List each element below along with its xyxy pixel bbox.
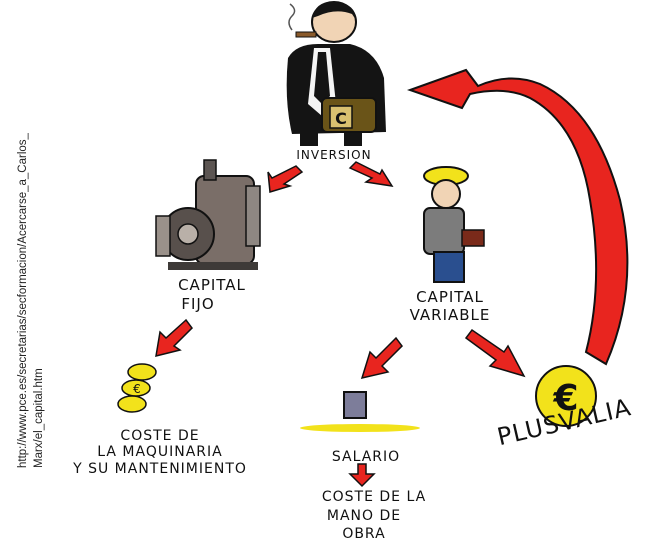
euro-symbol: € — [552, 378, 578, 419]
coste-mano-obra-line3: OBRA — [342, 526, 385, 542]
inversion-label: INVERSION — [296, 148, 371, 162]
arrow-to-capital-fijo — [267, 165, 304, 193]
capital-badge: C — [335, 109, 347, 128]
capital-fijo-label-2: FIJO — [181, 295, 214, 313]
salary-icon — [300, 391, 420, 432]
capital-variable-label-1: CAPITAL — [416, 288, 484, 306]
coste-maquinaria-line1: COSTE DE — [120, 428, 199, 444]
arrow-to-salario — [360, 336, 403, 380]
machinery-icon — [155, 159, 261, 270]
arrow-to-plusvalia — [464, 328, 526, 378]
source-url-line1: http://www.pce.es/secretarias/secformaci… — [17, 132, 29, 468]
euro-coin-icon: € — [535, 365, 597, 427]
source-url: http://www.pce.es/secretarias/secformaci… — [17, 132, 45, 468]
coins-icon: € — [117, 363, 157, 413]
coste-mano-obra-line2: MANO DE — [327, 508, 401, 524]
source-url-line2: Marx/el_capital.htm — [33, 368, 45, 468]
capital-fijo-label-1: CAPITAL — [178, 276, 246, 294]
coste-mano-obra-line1: COSTE DE LA — [322, 489, 426, 505]
arrow-to-coste-maquinaria — [155, 318, 193, 358]
arrow-to-capital-variable — [348, 161, 394, 187]
arrow-salario-to-coste — [348, 463, 376, 488]
coste-maquinaria-line3: Y SU MANTENIMIENTO — [72, 461, 247, 477]
plusvalia-return-arrow — [406, 68, 629, 366]
flow-arrows — [155, 161, 526, 488]
coste-maquinaria-line2: LA MAQUINARIA — [97, 444, 222, 460]
capitalist-figure: C — [286, 1, 386, 146]
coin-euro-symbol: € — [133, 382, 141, 396]
capital-variable-label-2: VARIABLE — [410, 306, 491, 324]
worker-figure — [423, 166, 485, 283]
salario-label: SALARIO — [332, 449, 400, 465]
